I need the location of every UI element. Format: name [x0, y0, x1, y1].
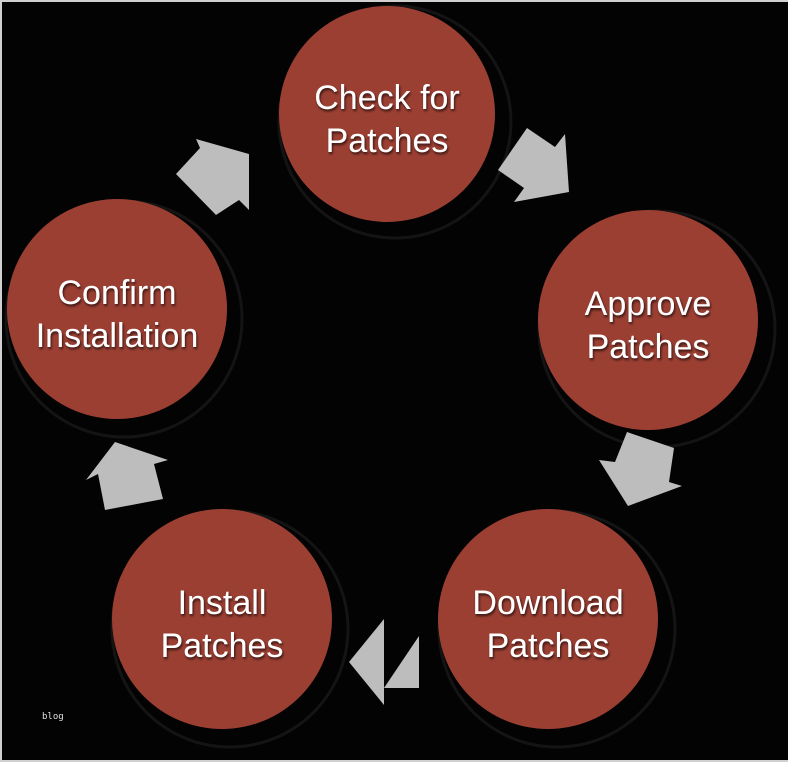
node-label-line1: Check for	[314, 79, 460, 117]
arrow-download-to-install	[349, 619, 419, 705]
node-label-line1: Confirm	[57, 274, 176, 312]
node-label-line2: Patches	[326, 122, 449, 160]
watermark: blog	[42, 712, 64, 722]
arrow-approve-to-download	[599, 432, 682, 506]
node-label-line2: Installation	[36, 317, 199, 355]
arrow-check-to-approve	[498, 128, 569, 202]
node-label-line1: Approve	[585, 285, 712, 323]
node-circle	[7, 199, 227, 419]
node-circle	[538, 210, 758, 430]
node-circle	[279, 6, 495, 222]
node-circle	[112, 509, 332, 729]
arrows	[86, 128, 682, 705]
arrow-confirm-to-check	[176, 139, 249, 215]
node-label-line2: Patches	[487, 627, 610, 665]
node-label-line1: Install	[178, 584, 267, 622]
arrow-install-to-confirm	[86, 442, 168, 510]
node-label-line2: Patches	[587, 328, 710, 366]
node-label-line2: Patches	[161, 627, 284, 665]
node-circle	[438, 509, 658, 729]
node-label-line1: Download	[472, 584, 623, 622]
